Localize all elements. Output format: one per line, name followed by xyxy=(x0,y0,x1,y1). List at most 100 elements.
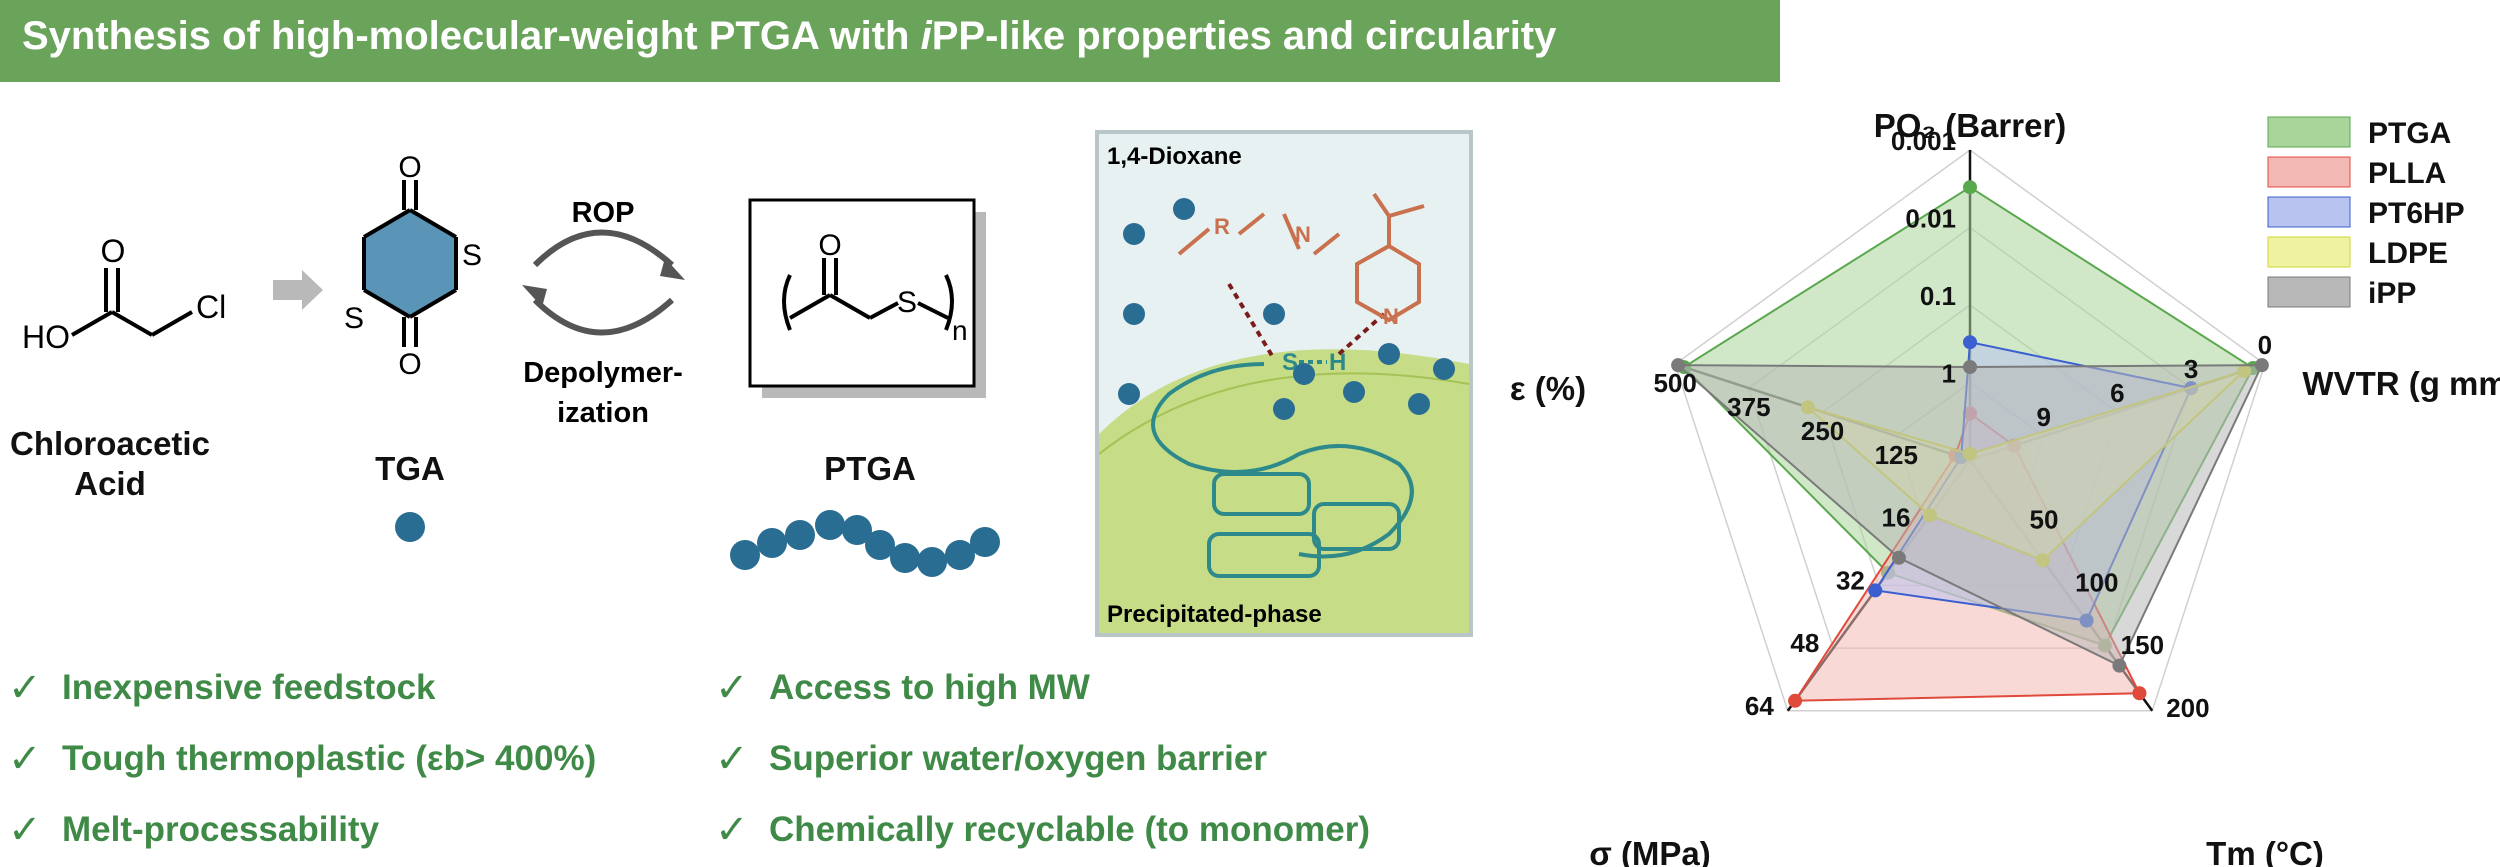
ptga-s: S xyxy=(897,286,917,319)
arrow-right-icon xyxy=(273,270,323,310)
chloroacetic-acid-label-1: Chloroacetic xyxy=(10,425,210,462)
radar-axis-label-2: Tm (°C) xyxy=(2206,835,2324,867)
polymer-chain xyxy=(1151,362,1414,578)
radar-point-PT6HP-3 xyxy=(1868,583,1883,598)
solvent-label: 1,4-Dioxane xyxy=(1107,143,1242,170)
chloroacetic-acid-label-2: Acid xyxy=(74,465,146,502)
radar-chart: 0.001 0.01 0.1 1 0 3 6 9 50 100 150 200 16 32 48 64 125 2… xyxy=(1510,107,2500,867)
radar-tick-0-2: 0.1 xyxy=(1920,281,1956,311)
check-icon: ✓ xyxy=(8,808,42,852)
thiol-s-label: S xyxy=(1282,349,1298,376)
radar-tick-3-3: 64 xyxy=(1745,691,1774,721)
radar-legend-swatch-iPP xyxy=(2267,276,2351,308)
tga-bottom-o: O xyxy=(398,348,421,381)
tga-monomer-bead xyxy=(395,512,425,542)
depolymerization-label-2: ization xyxy=(557,397,649,429)
mechanism-panel: R N N S H 1,4-Dioxane Precipitated-phase xyxy=(1095,130,1473,637)
radar-legend-label-iPP: iPP xyxy=(2368,277,2416,310)
radar-axis-label-0: PO₂ (Barrer) xyxy=(1874,107,2067,144)
radar-tick-1-0: 0 xyxy=(2258,330,2272,360)
check-icon: ✓ xyxy=(715,808,749,852)
check-icon: ✓ xyxy=(8,666,42,710)
rop-arrow-icon xyxy=(532,229,675,268)
monomer-beads xyxy=(1118,198,1455,420)
tga-ring-structure xyxy=(362,180,458,347)
tga-label: TGA xyxy=(375,450,445,487)
chloroacetic-acid-structure xyxy=(71,268,193,337)
radar-legend-label-LDPE: LDPE xyxy=(2368,237,2448,270)
radar-legend-label-PLLA: PLLA xyxy=(2368,157,2446,190)
tga-top-o: O xyxy=(398,151,421,184)
ptga-box xyxy=(748,198,976,388)
radar-point-iPP-3 xyxy=(1891,550,1906,565)
radar-tick-4-0: 125 xyxy=(1875,440,1918,470)
radar-legend-label-PT6HP: PT6HP xyxy=(2368,197,2465,230)
amine-n-label: N xyxy=(1295,222,1311,247)
radar-tick-2-3: 200 xyxy=(2166,693,2209,723)
radar-tick-3-0: 16 xyxy=(1882,503,1911,533)
amine-base xyxy=(1177,192,1425,323)
mechanism-illustration: R N N S H 1,4-Dioxane Precipitated-phase xyxy=(1099,143,1469,633)
check-icon: ✓ xyxy=(715,666,749,710)
title-banner: Synthesis of high-molecular-weight PTGA … xyxy=(0,0,1780,82)
radar-tick-4-1: 250 xyxy=(1801,416,1844,446)
radar-tick-1-2: 6 xyxy=(2110,378,2124,408)
radar-legend-swatch-LDPE xyxy=(2267,236,2351,268)
r-label: R xyxy=(1214,214,1230,239)
acid-ho-label: HO xyxy=(22,319,70,355)
radar-tick-2-2: 150 xyxy=(2121,630,2164,660)
radar-point-PLLA-3 xyxy=(1788,693,1803,708)
radar-axis-label-1: WVTR (g mm m²/d) xyxy=(2302,365,2500,402)
radar-tick-1-1: 3 xyxy=(2184,354,2198,384)
radar-tick-2-0: 50 xyxy=(2030,505,2059,535)
check-icon: ✓ xyxy=(8,737,42,781)
radar-point-iPP-4 xyxy=(1671,358,1686,373)
check-icon: ✓ xyxy=(715,737,749,781)
feature-inexpensive-feedstock: ✓Inexpensive feedstock xyxy=(8,666,436,710)
radar-legend-swatch-PT6HP xyxy=(2267,196,2351,228)
radar-axis-label-4: ε (%) xyxy=(1510,370,1586,407)
radar-legend-swatch-PTGA xyxy=(2267,116,2351,148)
ptga-label: PTGA xyxy=(824,450,916,487)
banner-title: Synthesis of high-molecular-weight PTGA … xyxy=(22,14,1557,58)
thiol-h-label: H xyxy=(1329,349,1346,376)
radar-legend-label-PTGA: PTGA xyxy=(2368,117,2451,150)
radar-point-PT6HP-0 xyxy=(1963,335,1977,350)
radar-tick-3-1: 32 xyxy=(1836,565,1865,595)
radar-point-iPP-1 xyxy=(2254,358,2269,373)
rop-label: ROP xyxy=(572,197,635,229)
radar-tick-0-1: 0.01 xyxy=(1905,204,1956,234)
feature-melt-processability: ✓Melt-processability xyxy=(8,808,380,852)
radar-tick-3-2: 48 xyxy=(1790,628,1819,658)
radar-grid-ring-3 xyxy=(1674,149,2266,712)
radar-point-PLLA-2 xyxy=(2132,686,2147,701)
depolymerization-label-1: Depolymer- xyxy=(523,357,683,389)
radar-tick-2-1: 100 xyxy=(2075,567,2118,597)
phase-label: Precipitated-phase xyxy=(1107,601,1322,628)
radar-tick-1-3: 9 xyxy=(2036,402,2050,432)
pyridine-n-label: N xyxy=(1383,304,1399,329)
acid-o-label: O xyxy=(101,233,126,269)
tga-left-s: S xyxy=(344,302,364,335)
acid-cl-label: Cl xyxy=(196,289,226,325)
feature-tough-thermoplastic: ✓Tough thermoplastic (εb> 400%) xyxy=(8,737,597,781)
tga-right-s: S xyxy=(462,239,482,272)
reaction-scheme: O HO Cl O O S S ROP Depolymer- ization xyxy=(22,151,1000,577)
radar-tick-4-3: 500 xyxy=(1653,368,1696,398)
feature-high-mw: ✓Access to high MW xyxy=(715,666,1090,710)
radar-tick-0-0: 0.001 xyxy=(1891,126,1956,156)
radar-axis-label-3: σ (MPa) xyxy=(1589,835,1711,867)
radar-series-area-iPP xyxy=(1675,364,2264,667)
radar-point-iPP-2 xyxy=(2112,658,2127,673)
radar-point-iPP-0 xyxy=(1963,360,1977,374)
radar-point-PTGA-0 xyxy=(1963,180,1977,195)
feature-barrier: ✓Superior water/oxygen barrier xyxy=(715,737,1267,781)
radar-legend-swatch-PLLA xyxy=(2267,156,2351,188)
feature-recyclable: ✓Chemically recyclable (to monomer) xyxy=(715,808,1371,852)
radar-tick-0-3: 1 xyxy=(1942,359,1956,389)
ptga-n: n xyxy=(952,315,968,346)
radar-tick-4-2: 375 xyxy=(1727,392,1770,422)
depolymerization-arrow-icon xyxy=(532,297,675,336)
ptga-chain-beads xyxy=(730,510,1000,577)
ptga-o: O xyxy=(818,229,841,262)
